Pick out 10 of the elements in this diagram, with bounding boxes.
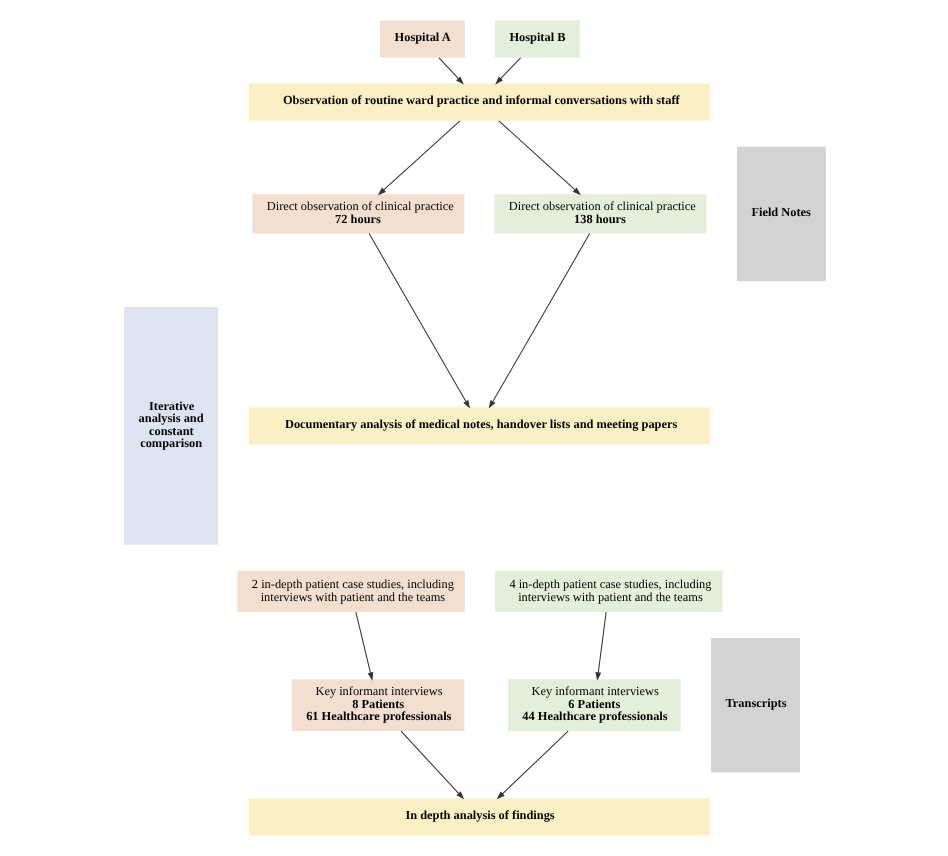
arrow bbox=[376, 120, 460, 196]
arrow bbox=[494, 57, 521, 85]
arrow bbox=[399, 730, 464, 800]
arrow bbox=[497, 120, 580, 196]
arrow bbox=[437, 57, 463, 85]
arrow bbox=[495, 730, 568, 800]
arrow bbox=[487, 233, 590, 409]
arrow bbox=[354, 611, 373, 681]
arrow bbox=[367, 233, 469, 409]
arrow bbox=[594, 611, 606, 681]
